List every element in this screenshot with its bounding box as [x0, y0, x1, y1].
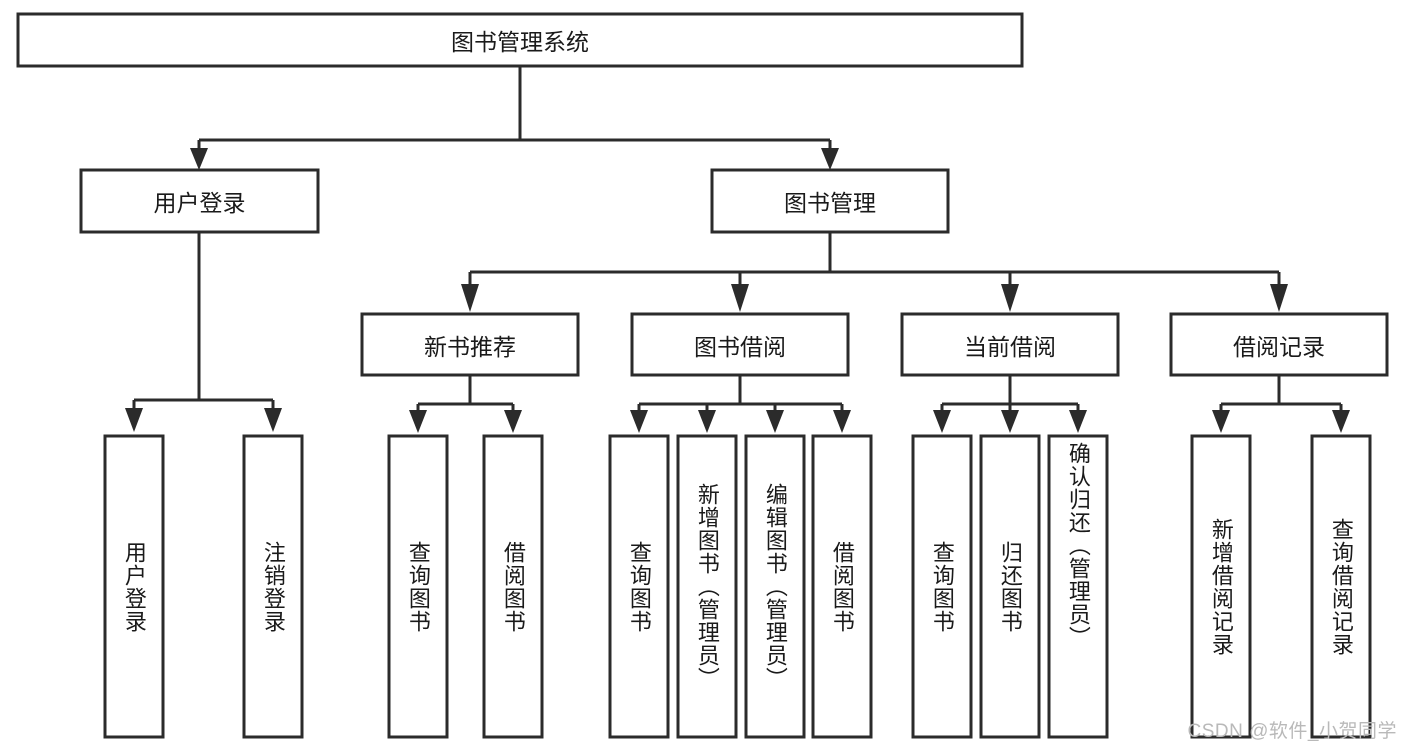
connectors-currentborrow-to-leaves [933, 375, 1087, 433]
connectors-bookmgmt-to-level3 [461, 232, 1288, 312]
arrow-head-to-leaf12 [1212, 410, 1230, 433]
node-box-leaf-6[interactable] [676, 434, 738, 739]
node-box-book-borrow[interactable] [630, 312, 850, 377]
arrow-head-to-leaf3 [409, 410, 427, 433]
arrow-head-to-leaf11 [1069, 410, 1087, 433]
arrow-head-to-leaf6 [698, 410, 716, 433]
node-box-root[interactable] [16, 12, 1024, 68]
arrow-head-to-bookmgmt [821, 148, 839, 170]
node-box-leaf-5[interactable] [608, 434, 670, 739]
connectors-borrowrecord-to-leaves [1212, 375, 1350, 433]
arrow-head-to-bookborrow [731, 284, 749, 312]
arrow-head-to-leaf1 [125, 408, 143, 432]
arrow-head-to-leaf2 [264, 408, 282, 432]
arrow-head-to-leaf5 [630, 410, 648, 433]
node-box-leaf-2[interactable] [242, 434, 304, 739]
node-box-leaf-13[interactable] [1310, 434, 1372, 739]
arrow-head-to-newbook [461, 284, 479, 312]
arrow-head-to-leaf10 [1001, 410, 1019, 433]
arrow-head-to-currentborrow [1001, 284, 1019, 312]
arrow-head-to-leaf9 [933, 410, 951, 433]
connectors-bookborrow-to-leaves [630, 375, 851, 433]
connectors-login-to-leaves [125, 232, 282, 432]
arrow-head-to-login [190, 148, 208, 170]
node-box-leaf-7[interactable] [744, 434, 806, 739]
arrow-head-to-leaf8 [833, 410, 851, 433]
node-box-book-mgmt[interactable] [710, 168, 950, 234]
arrow-head-to-borrowrecord [1270, 284, 1288, 312]
node-box-new-book-rec[interactable] [360, 312, 580, 377]
connectors-level1-to-level2 [190, 66, 839, 170]
node-box-login[interactable] [79, 168, 320, 234]
node-box-current-borrow[interactable] [900, 312, 1120, 377]
node-box-leaf-12[interactable] [1190, 434, 1252, 739]
arrow-head-to-leaf4 [504, 410, 522, 433]
node-box-leaf-10[interactable] [979, 434, 1041, 739]
arrow-head-to-leaf7 [766, 410, 784, 433]
arrow-head-to-leaf13 [1332, 410, 1350, 433]
node-box-borrow-record[interactable] [1169, 312, 1389, 377]
node-box-leaf-9[interactable] [911, 434, 973, 739]
node-box-leaf-3[interactable] [387, 434, 449, 739]
node-box-leaf-11[interactable] [1047, 434, 1109, 739]
node-box-leaf-1[interactable] [103, 434, 165, 739]
node-box-leaf-4[interactable] [482, 434, 544, 739]
node-box-leaf-8[interactable] [811, 434, 873, 739]
connectors-newbook-to-leaves [409, 375, 522, 433]
